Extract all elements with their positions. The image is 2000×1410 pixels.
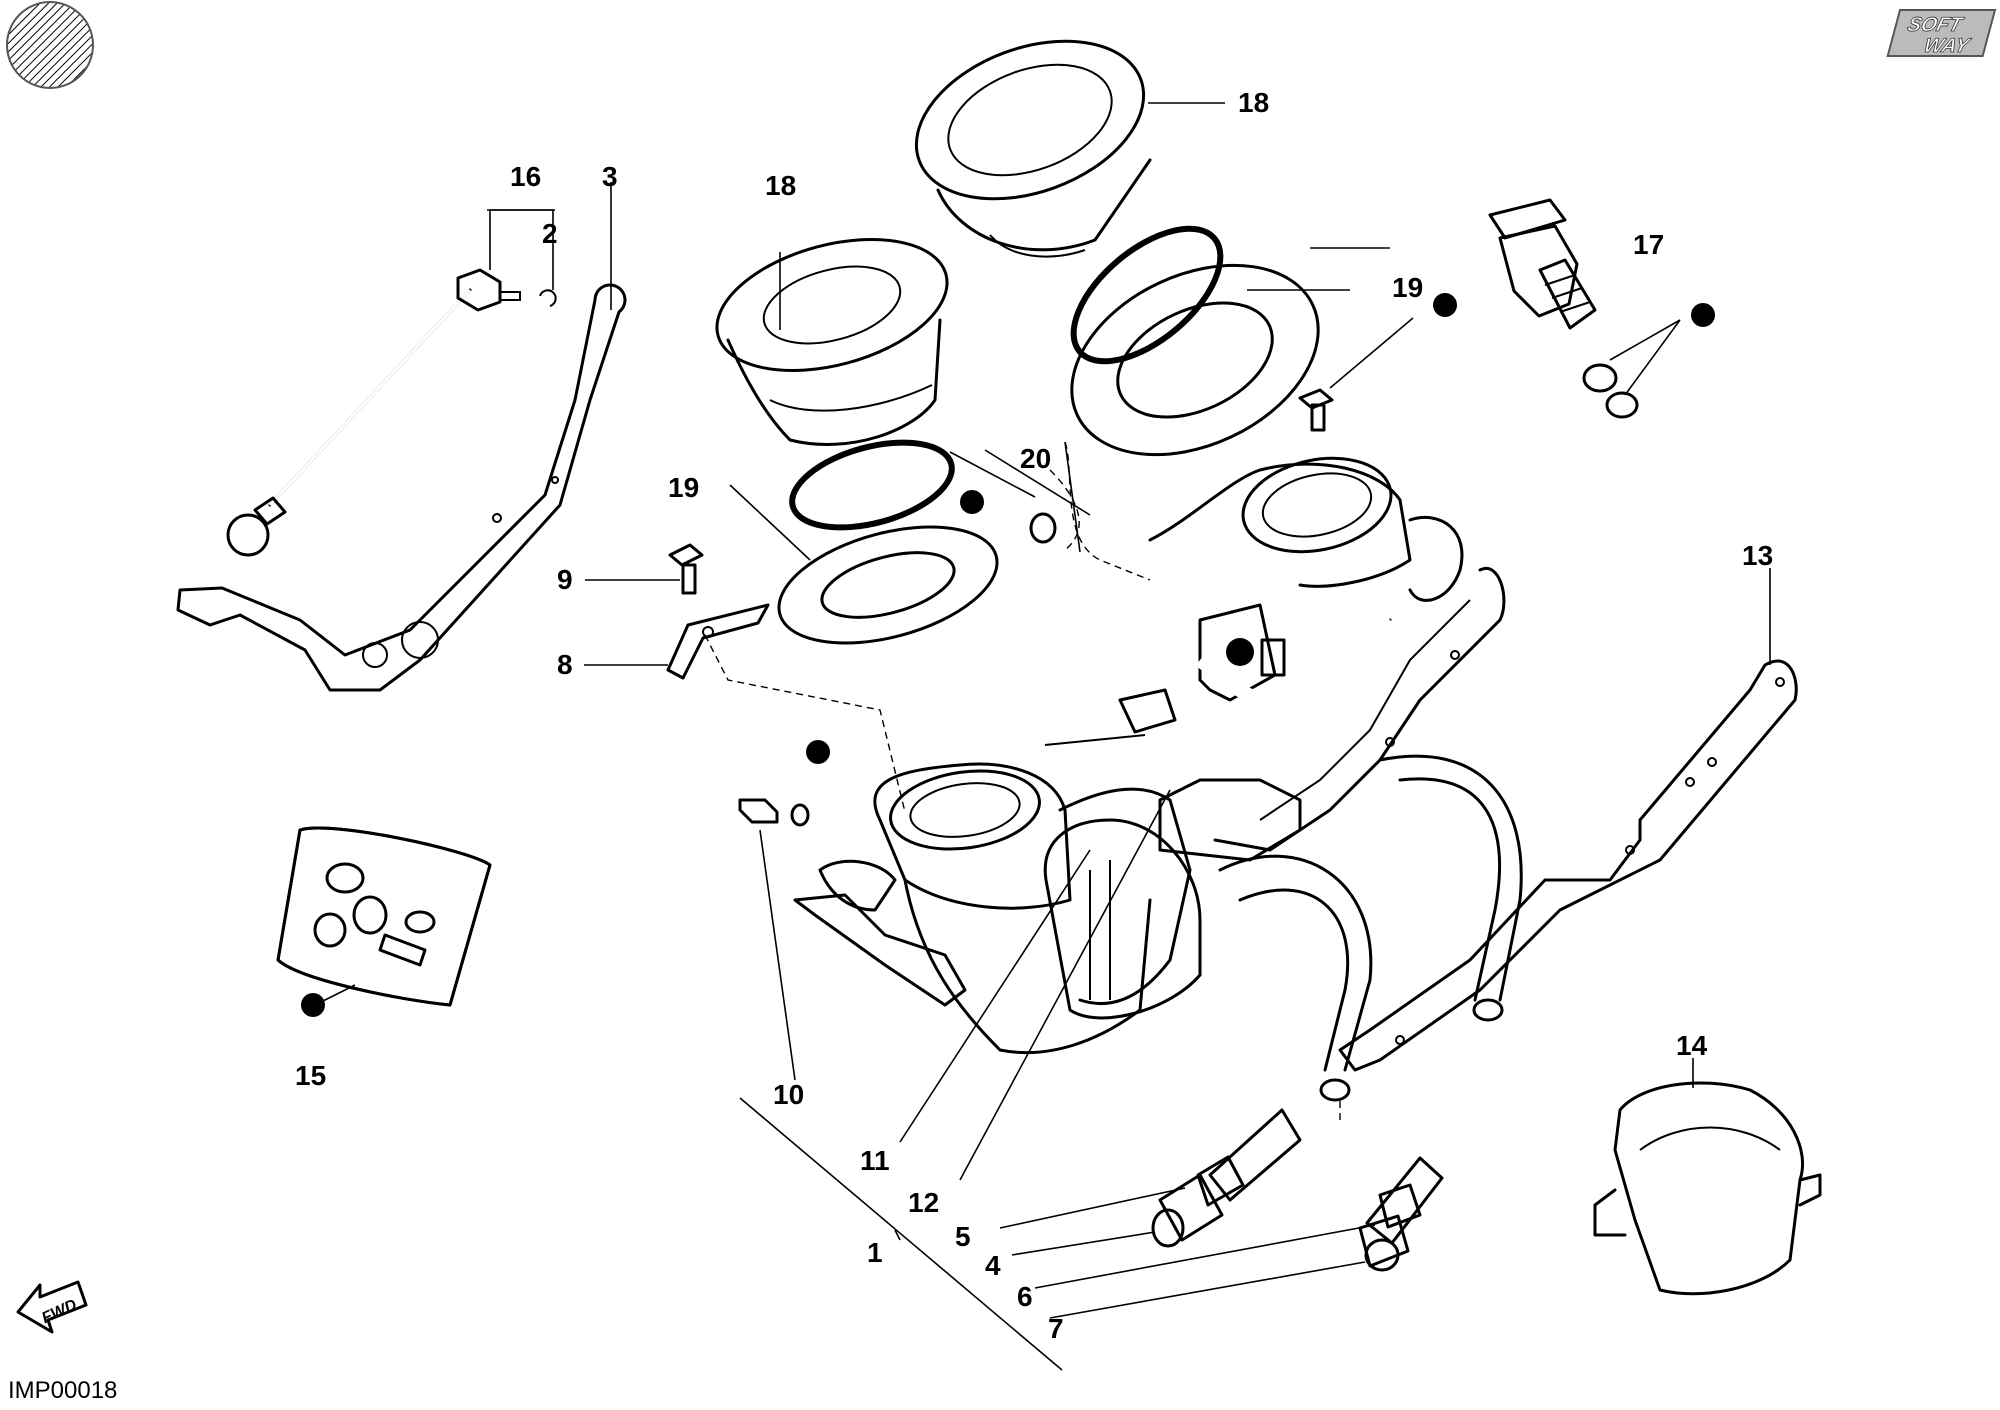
callout-6: 6: [1017, 1281, 1033, 1312]
part-14-cover: [1593, 1081, 1822, 1296]
part-1-throttle-body: [793, 456, 1464, 1055]
leader-lines: [314, 102, 1771, 1371]
callout-3: 3: [602, 161, 618, 192]
callout-19b: 19: [668, 472, 699, 503]
callout-7: 7: [1048, 1313, 1064, 1344]
figure-code: IMP00018: [8, 1377, 117, 1404]
black-dot-icon-group: [301, 293, 1715, 1017]
part-20-oring-lower: [789, 439, 955, 531]
callout-10: 10: [773, 1079, 804, 1110]
part-20-oring-upper: [1070, 225, 1224, 365]
softway-logo: SOFT WAY: [1886, 9, 1997, 57]
part-17-injector: [1488, 198, 1639, 419]
manifold-rail: [1213, 566, 1506, 852]
callout-13: 13: [1742, 540, 1773, 571]
part-15-gasket-kit: [276, 826, 492, 1007]
callout-4: 4: [985, 1250, 1001, 1281]
callout-11: 11: [860, 1145, 890, 1176]
callout-8: 8: [557, 649, 573, 680]
part-13-bracket: [1338, 659, 1798, 1072]
part-19-gasket-left: [777, 525, 999, 645]
part-6-7-hose: [1358, 1156, 1444, 1272]
hatched-circle-icon: [6, 1, 94, 89]
callout-12: 12: [908, 1187, 939, 1218]
callout-labels: 1 2 3 4 5 6 7 8 9 10 11 12 13 14 15 16 1…: [295, 87, 1773, 1344]
part-19-gasket-right: [1070, 263, 1320, 457]
callout-18a: 18: [1238, 87, 1269, 118]
part-3-bracket: [176, 283, 627, 692]
part-18-funnel-left: [715, 237, 949, 446]
part-18-funnel-upper: [914, 39, 1152, 258]
black-dot-icon: [960, 490, 984, 514]
part-9-screw: [668, 543, 704, 595]
part-4-5-hose: [1151, 1108, 1302, 1248]
callout-14: 14: [1676, 1030, 1708, 1061]
callout-5: 5: [955, 1221, 971, 1252]
logo-line1: SOFT: [1905, 14, 1966, 36]
part-16-rod: [226, 268, 557, 557]
callout-15: 15: [295, 1060, 326, 1091]
oring-small: [1029, 512, 1057, 544]
callout-16: 16: [510, 161, 541, 192]
manifold-hoses: [1218, 754, 1523, 1102]
callout-17: 17: [1633, 229, 1664, 260]
black-dot-icon: [1691, 303, 1715, 327]
fwd-label: FWD: [39, 1296, 80, 1327]
part-8-clip: [666, 603, 770, 680]
black-dot-icon: [806, 740, 830, 764]
black-dot-icon: [1433, 293, 1457, 317]
callout-9: 9: [557, 564, 573, 595]
callout-19a: 19: [1392, 272, 1423, 303]
logo-line2: WAY: [1921, 35, 1973, 57]
manifold-screw: [1298, 388, 1334, 432]
callout-1: 1: [867, 1237, 883, 1268]
callout-20: 20: [1020, 443, 1051, 474]
dashed-leaders: [704, 441, 1341, 1120]
black-dot-icon: [301, 993, 325, 1017]
callout-2: 2: [542, 218, 558, 249]
part-10-bleed-screw: [738, 798, 810, 827]
fwd-arrow-icon: FWD: [16, 1280, 88, 1334]
callout-18b: 18: [765, 170, 796, 201]
